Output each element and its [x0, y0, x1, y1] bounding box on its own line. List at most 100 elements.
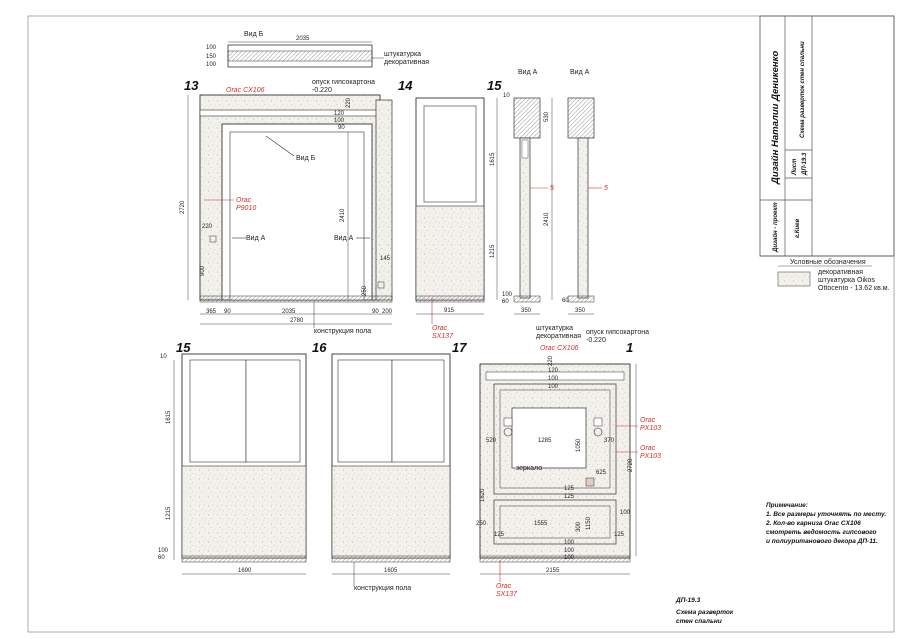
- wall-13-t90: 90: [338, 125, 345, 131]
- wall-13-total: 2780: [290, 318, 304, 324]
- legend-title: Условные обозначения: [790, 258, 866, 266]
- wall-15b-h1615: 1615: [166, 410, 172, 424]
- wall-13-t100: 100: [334, 118, 345, 124]
- wall-13: 13 Orac CX106 опуск гипсокартона -0.220 …: [180, 78, 393, 335]
- wall-1-d625: 625: [596, 470, 607, 476]
- wall-13-b90b: 90: [372, 309, 379, 315]
- footer-title1: Схема разверток: [676, 609, 734, 616]
- wall-15a-h2410: 2410: [544, 212, 550, 226]
- wall-13-s250: 250: [362, 285, 368, 296]
- wall-13-s145: 145: [380, 256, 391, 262]
- wall-1: 17 1 штукатурка декоративная опуск гипсо…: [452, 325, 661, 598]
- title-block: Дизайн Наталии Деникенко Схема разверток…: [759, 15, 895, 257]
- wall-1-d1050: 1050: [576, 438, 582, 452]
- wall-1-d125a: 125: [564, 486, 575, 492]
- notes-title: Примечание:: [766, 502, 808, 509]
- wall-1-d125b: 125: [564, 494, 575, 500]
- view-b-d3: 100: [206, 62, 217, 68]
- wall-1-drop1: опуск гипсокартона: [586, 329, 649, 336]
- view-b-d1: 100: [206, 45, 217, 51]
- wall-1-t100a: 100: [548, 376, 559, 382]
- wall-15-elevation: 15 10 1615 1215 100 60 1690: [158, 340, 307, 575]
- wall-13-orac1: Orac: [236, 197, 252, 204]
- view-b-title: Вид Б: [244, 31, 264, 38]
- wall-1-orac1: Orac: [496, 583, 512, 590]
- sheet-title-vertical: Схема разверток стен спальни: [800, 41, 806, 138]
- wall-16-width: 1605: [384, 568, 398, 574]
- legend-item-line1: декоративная: [818, 269, 863, 276]
- wall-15b-h60: 60: [158, 555, 165, 561]
- wall-1-d520: 520: [486, 438, 497, 444]
- wall-15a-h1215: 1215: [490, 244, 496, 258]
- notes-line1: 1. Все размеры уточнять по месту.: [766, 511, 886, 518]
- view-b-strip: Вид Б 2035 100 150 100 штукатурка декора…: [206, 31, 429, 68]
- wall-15a-w60: 60: [562, 298, 569, 304]
- wall-1-t220: 220: [548, 355, 554, 366]
- wall-13-t120: 120: [334, 111, 345, 117]
- wall-13-cornice: Orac CX106: [226, 87, 265, 94]
- legend-item-line2: штукатурка Oikos: [818, 277, 875, 284]
- wall-13-drop2: -0.220: [312, 87, 332, 94]
- wall-15a-number: 15: [487, 78, 502, 93]
- wall-13-s900: 900: [200, 265, 206, 276]
- legend-plaster-swatch: [777, 271, 811, 287]
- wall-13-b200: 200: [382, 309, 393, 315]
- wall-17-number: 17: [452, 340, 467, 355]
- wall-14-width: 915: [444, 308, 455, 314]
- wall-1-px2b: PX103: [640, 453, 661, 460]
- wall-16-number: 16: [312, 340, 327, 355]
- wall-15a-h100: 100: [502, 292, 513, 298]
- wall-1-d100d: 100: [564, 548, 575, 554]
- wall-1-d100e: 100: [564, 555, 575, 561]
- wall-16-floor: конструкция пола: [354, 585, 411, 592]
- notes-block: Примечание: 1. Все размеры уточнять по м…: [765, 502, 886, 545]
- footer-caption: ДП-19.3 Схема разверток стен спальни: [675, 597, 734, 625]
- wall-13-h-total: 2720: [180, 200, 186, 214]
- wall-14-number: 14: [398, 78, 413, 93]
- wall-1-number: 1: [626, 340, 633, 355]
- legend-item-line3: Ottocento - 13.62 кв.м.: [818, 285, 890, 292]
- wall-13-view-a-left: Вид А: [246, 235, 266, 242]
- sheet-code-vertical: ДП-19.3: [802, 152, 808, 176]
- wall-15b-width: 1690: [238, 568, 252, 574]
- wall-13-number: 13: [184, 78, 199, 93]
- wall-15b-number: 15: [176, 340, 191, 355]
- footer-code: ДП-19.3: [675, 597, 701, 604]
- view-b-d2: 150: [206, 54, 217, 60]
- wall-1-plaster2: декоративная: [536, 333, 581, 340]
- legend: Условные обозначения декоративная штукат…: [760, 255, 894, 292]
- wall-13-floor: конструкция пола: [314, 328, 371, 335]
- wall-13-view-b: Вид Б: [296, 155, 316, 162]
- notes-line2: 2. Кол-во карниза Orac CX106: [765, 520, 861, 527]
- wall-13-b2035: 2035: [282, 309, 296, 315]
- wall-1-d125c: 125: [614, 532, 625, 538]
- wall-1-d370: 370: [604, 438, 615, 444]
- wall-1-cornice: Orac CX106: [540, 345, 579, 352]
- wall-13-view-a-right: Вид А: [334, 235, 354, 242]
- wall-1-px1b: PX103: [640, 425, 661, 432]
- wall-15a-h1615: 1615: [490, 152, 496, 166]
- wall-13-drop1: опуск гипсокартона: [312, 79, 375, 86]
- wall-1-d1285: 1285: [538, 438, 552, 444]
- wall-1-d250: 250: [476, 521, 487, 527]
- wall-1-t120: 120: [548, 368, 559, 374]
- wall-15-sections: 15 10 1615 1215 100 60 Вид А 530 2410 5 …: [487, 69, 608, 315]
- wall-13-s220: 220: [202, 224, 213, 230]
- wall-1-d100: 100: [620, 510, 631, 516]
- sheet-label: Лист: [792, 158, 798, 176]
- wall-15b-h100: 100: [158, 548, 169, 554]
- notes-line3: смотреть ведомость гипсового: [766, 528, 877, 536]
- wall-1-d1150: 1150: [586, 516, 592, 530]
- wall-1-total: 2155: [546, 568, 560, 574]
- wall-15a-h530: 530: [544, 111, 550, 122]
- wall-15a-view-a2: Вид А: [570, 69, 590, 76]
- view-b-width: 2035: [296, 36, 310, 42]
- wall-15b-top10: 10: [160, 354, 167, 360]
- wall-14: 14 915 Orac SX137: [398, 78, 485, 340]
- wall-15a-top10: 10: [503, 93, 510, 99]
- wall-1-d300: 300: [576, 521, 582, 532]
- wall-15b-h1215: 1215: [166, 506, 172, 520]
- wall-1-mirror: зеркало: [516, 465, 542, 472]
- wall-1-d125d: 125: [494, 532, 505, 538]
